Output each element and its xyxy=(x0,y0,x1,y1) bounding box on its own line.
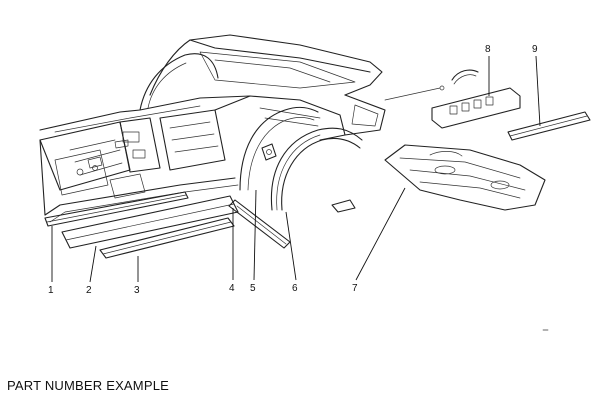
callout-2: 2 xyxy=(86,285,92,296)
callout-4: 4 xyxy=(229,283,235,294)
callout-3: 3 xyxy=(134,285,140,296)
part-sill-cover xyxy=(44,191,189,227)
part-rocker-trim xyxy=(99,217,235,259)
part-rear-valance xyxy=(431,69,521,129)
callout-8: 8 xyxy=(485,44,491,55)
callout-5: 5 xyxy=(250,283,256,294)
part-wheel-arch-inner xyxy=(239,106,319,191)
part-rear-floor xyxy=(384,144,546,211)
car-body-shell xyxy=(39,34,445,223)
callout-numbers: 1 2 3 4 5 6 7 8 9 xyxy=(48,44,538,296)
callout-9: 9 xyxy=(532,44,538,55)
part-side-trim xyxy=(507,111,591,141)
callout-7: 7 xyxy=(352,283,358,294)
callout-6: 6 xyxy=(292,283,298,294)
exploded-body-diagram: 1 2 3 4 5 6 7 8 9 xyxy=(39,34,591,331)
part-wheel-arch-outer xyxy=(270,127,363,213)
part-sill-rail xyxy=(228,199,291,249)
leader-lines xyxy=(51,55,541,283)
caption-text: PART NUMBER EXAMPLE xyxy=(7,378,170,393)
callout-1: 1 xyxy=(48,285,54,296)
part-rocker-panel xyxy=(61,195,239,249)
